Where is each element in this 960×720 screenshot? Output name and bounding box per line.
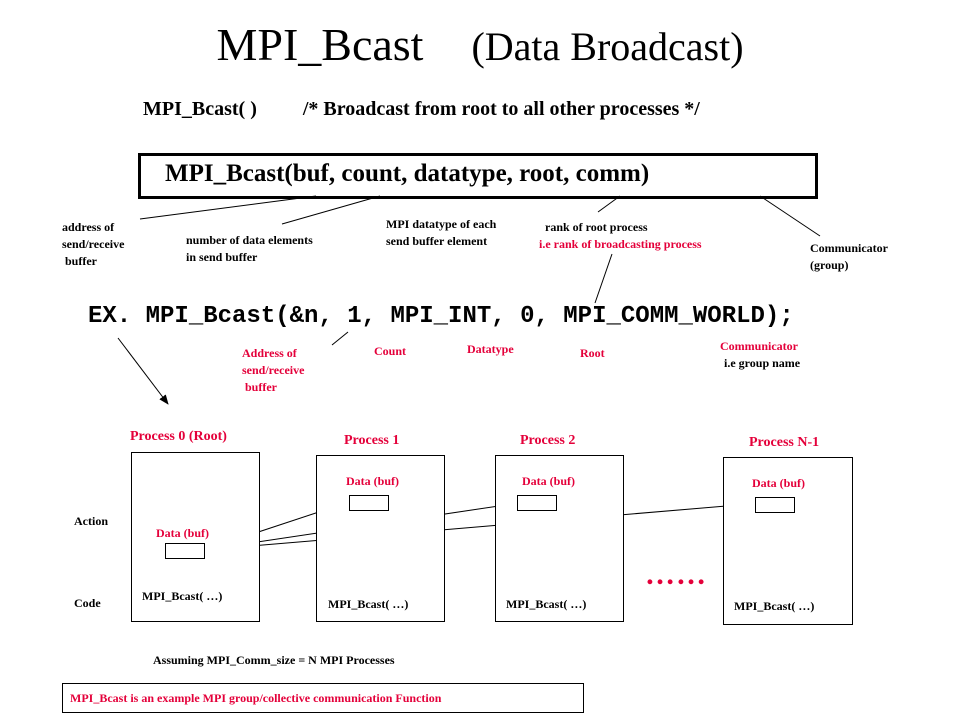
root-param-line xyxy=(597,195,621,213)
row-label-code: Code xyxy=(74,596,101,610)
process-2-buf-label: Data (buf) xyxy=(522,474,575,488)
row-label-action: Action xyxy=(74,514,108,528)
example-address-label: Address of send/receive buffer xyxy=(242,346,305,394)
example-root-label: Root xyxy=(580,346,605,360)
process-n-1-code: MPI_Bcast( …) xyxy=(734,599,815,613)
process-2-box xyxy=(495,455,624,622)
process-n-1-box xyxy=(723,457,853,625)
process-1-code: MPI_Bcast( …) xyxy=(328,597,409,611)
title-paren: (Data Broadcast) xyxy=(471,24,744,69)
subtitle-func: MPI_Bcast( ) xyxy=(143,98,257,120)
param-comm-desc: Communicator (group) xyxy=(810,241,888,272)
process-1-buffer xyxy=(349,495,389,511)
process-2-code: MPI_Bcast( …) xyxy=(506,597,587,611)
assumption-text: Assuming MPI_Comm_size = N MPI Processes xyxy=(153,653,395,667)
page-title: MPI_Bcast (Data Broadcast) xyxy=(0,18,960,71)
root-example-line xyxy=(594,253,613,304)
process-1-buf-label: Data (buf) xyxy=(346,474,399,488)
process-2-title: Process 2 xyxy=(520,433,576,448)
subtitle-comment: /* Broadcast from root to all other proc… xyxy=(302,98,700,120)
process-0-code: MPI_Bcast( …) xyxy=(142,589,223,603)
example-call: EX. MPI_Bcast(&n, 1, MPI_INT, 0, MPI_COM… xyxy=(88,303,794,330)
count-param-line xyxy=(281,195,381,225)
example-datatype-label: Datatype xyxy=(467,342,514,356)
process-1-box xyxy=(316,455,445,622)
subtitle: MPI_Bcast( ) /* Broadcast from root to al… xyxy=(143,98,700,121)
buf-param-line xyxy=(139,195,317,220)
signature-text: MPI_Bcast(buf, count, datatype, root, co… xyxy=(165,160,650,187)
ellipsis: …… xyxy=(645,558,707,591)
process-2-buffer xyxy=(517,495,557,511)
example-comm-label: Communicator i.e group name xyxy=(720,339,801,370)
param-count-desc: number of data elements in send buffer xyxy=(186,233,313,264)
param-buf-desc: address of send/receive buffer xyxy=(62,220,125,268)
process-n-1-buf-label: Data (buf) xyxy=(752,476,805,490)
param-datatype-desc: MPI datatype of each send buffer element xyxy=(386,217,497,248)
process-0-box xyxy=(131,452,260,622)
process-0-buffer xyxy=(165,543,205,559)
bcast-arrow-3 xyxy=(203,500,751,551)
note-box xyxy=(62,683,584,713)
process-0-buf-label: Data (buf) xyxy=(156,526,209,540)
title-main: MPI_Bcast xyxy=(216,19,424,70)
process-n-1-title: Process N-1 xyxy=(749,435,820,450)
param-root-desc: rank of root process i.e rank of broadca… xyxy=(539,220,702,251)
process-n-1-buffer xyxy=(755,497,795,513)
note-text: MPI_Bcast is an example MPI group/collec… xyxy=(70,691,442,705)
process-1-title: Process 1 xyxy=(344,433,400,448)
example-arrow xyxy=(117,337,169,405)
address-example-line xyxy=(331,331,349,346)
example-count-label: Count xyxy=(374,344,407,358)
comm-param-line xyxy=(759,195,821,237)
signature-box xyxy=(138,153,818,199)
process-0-title: Process 0 (Root) xyxy=(130,429,227,444)
